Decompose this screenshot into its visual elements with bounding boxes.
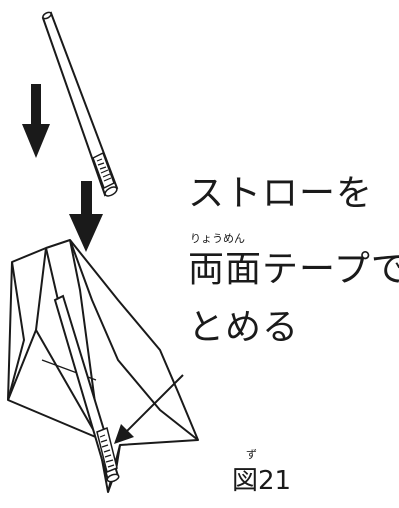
down-arrow-icon bbox=[22, 84, 50, 158]
pointer-arrow-icon bbox=[114, 374, 184, 444]
down-arrow-icon bbox=[69, 181, 103, 252]
figure-label: 図21 bbox=[232, 466, 292, 496]
furigana-zu: ず bbox=[246, 448, 257, 461]
instruction-line-3: とめる bbox=[188, 307, 300, 348]
instruction-line-1: ストローを bbox=[188, 173, 374, 214]
straw bbox=[41, 11, 119, 197]
attached-straw bbox=[53, 294, 120, 483]
furigana-ryoumen: りょうめん bbox=[190, 232, 245, 245]
instruction-line-2: 両面テープで bbox=[188, 249, 399, 290]
